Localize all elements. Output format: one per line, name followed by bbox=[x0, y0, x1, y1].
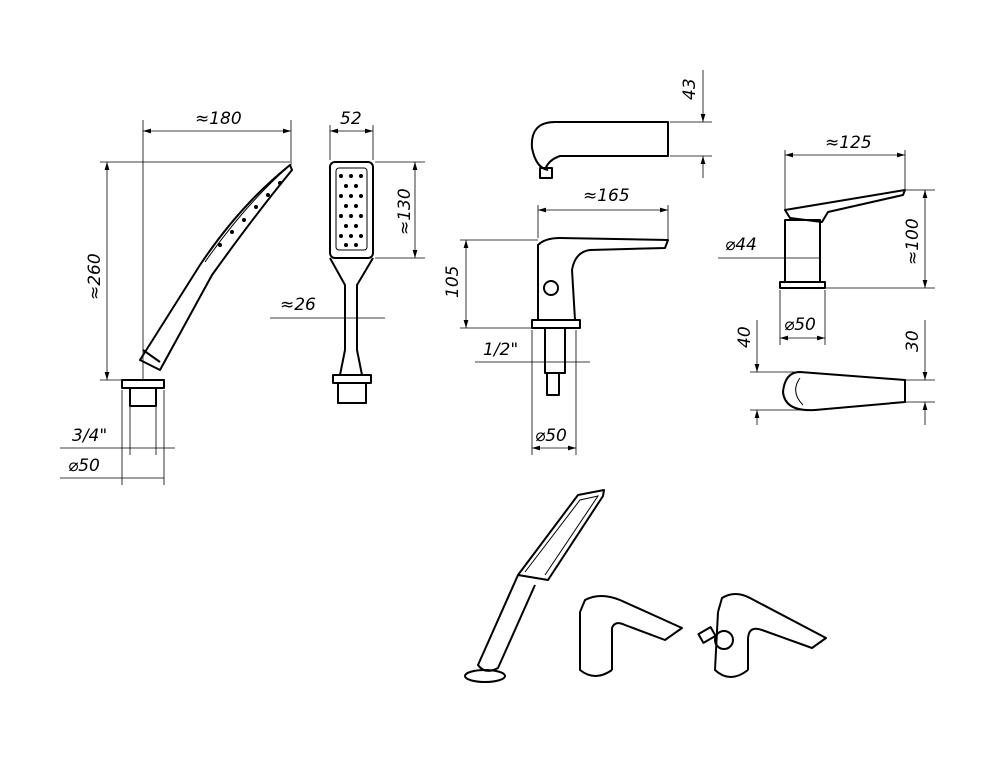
dimension-thread: 1/2" bbox=[483, 340, 518, 360]
dimension-body-diameter: ⌀44 bbox=[725, 235, 757, 255]
dimension-thread: 3/4" bbox=[72, 426, 107, 446]
mixer-front-view: ≈125 ⌀44 ≈100 ⌀50 bbox=[718, 133, 935, 345]
dimension-right-height: 30 bbox=[903, 330, 923, 352]
dimension-height: 105 bbox=[443, 266, 463, 298]
dimension-width: 52 bbox=[340, 109, 362, 129]
perspective-set-view bbox=[464, 489, 827, 683]
lever-top-view: 40 30 bbox=[735, 320, 935, 425]
mixer-side-view: ≈165 105 1/2" ⌀50 bbox=[443, 186, 669, 455]
dimension-base-diameter: ⌀50 bbox=[68, 456, 100, 476]
dimension-reach: ≈165 bbox=[583, 186, 630, 206]
dimension-base-diameter: ⌀50 bbox=[784, 315, 816, 335]
dimension-handle-width: ≈26 bbox=[280, 295, 316, 315]
dimension-reach: ≈125 bbox=[825, 133, 872, 153]
shower-head-front-view: 52 ≈130 ≈26 bbox=[270, 109, 425, 404]
spout-view: 43 bbox=[530, 70, 712, 179]
dimension-left-height: 40 bbox=[735, 326, 755, 348]
dimension-base-diameter: ⌀50 bbox=[535, 426, 567, 446]
dimension-width: ≈180 bbox=[195, 109, 242, 129]
dimension-height: 43 bbox=[680, 78, 700, 100]
dimension-height: ≈260 bbox=[85, 253, 105, 300]
dimension-head-height: ≈130 bbox=[395, 188, 415, 235]
hand-shower-side-view: ≈180 ≈260 3/4" ⌀50 bbox=[60, 109, 293, 485]
dimension-height: ≈100 bbox=[903, 218, 923, 265]
